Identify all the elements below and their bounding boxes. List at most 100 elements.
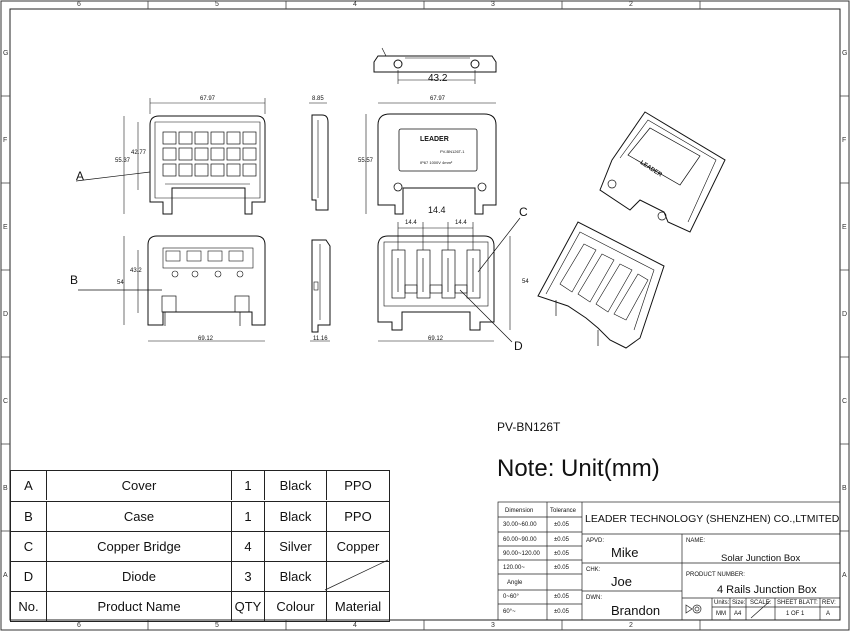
tb-dimension-header: Dimension bbox=[505, 508, 534, 514]
cover-model-text: PV-BN126T-1 bbox=[440, 149, 465, 154]
bom-material: PPO bbox=[326, 502, 389, 531]
zone-label-g-right: G bbox=[842, 50, 848, 57]
bom-material: PPO bbox=[326, 471, 389, 500]
zone-label-d-right: D bbox=[842, 311, 848, 318]
bom-header-row: No. Product Name QTY Colour Material bbox=[11, 591, 389, 621]
dim-base-side-depth: 11.16 bbox=[313, 336, 328, 342]
bom-name: Copper Bridge bbox=[46, 532, 231, 561]
zone-label-4-bottom: 4 bbox=[353, 622, 357, 629]
bom-name: Case bbox=[46, 502, 231, 531]
tb-tolerance-header: Tolerance bbox=[550, 508, 577, 514]
dim-cover-width: 67.97 bbox=[200, 96, 216, 102]
bom-no: B bbox=[24, 509, 33, 524]
dim-front-height: 55.57 bbox=[358, 158, 374, 164]
zone-label-e-right: E bbox=[842, 224, 847, 231]
top-elevation-view bbox=[373, 47, 497, 84]
bom-header-qty: QTY bbox=[231, 592, 264, 621]
zone-label-6-bottom: 6 bbox=[77, 622, 81, 629]
bom-row: B Case 1 Black PPO bbox=[11, 501, 389, 531]
zone-label-2-bottom: 2 bbox=[629, 622, 633, 629]
tb-tol-range: 60°~ bbox=[503, 609, 516, 615]
bom-colour: Black bbox=[264, 562, 326, 591]
callout-a: A bbox=[76, 169, 85, 183]
tb-units-label: Units: bbox=[714, 600, 730, 606]
bom-name: Diode bbox=[46, 562, 231, 591]
dim-rail-pitch-left: 14.4 bbox=[405, 220, 417, 226]
tb-apvd-label: APVD: bbox=[586, 538, 605, 544]
bom-qty: 1 bbox=[231, 502, 264, 531]
bom-material bbox=[326, 562, 389, 591]
tb-tol-range: 60.00~90.00 bbox=[503, 537, 537, 543]
zone-label-e: E bbox=[3, 224, 8, 231]
cover-rating-text: IP67 1000V 4mm² bbox=[420, 160, 453, 165]
zone-label-a: A bbox=[3, 572, 8, 579]
zone-label-b-right: B bbox=[842, 485, 847, 492]
cover-inside-view bbox=[75, 115, 266, 215]
tb-scale-label: SCALE: bbox=[750, 600, 772, 606]
tb-tol-value: ±0.05 bbox=[554, 594, 569, 600]
zone-label-b: B bbox=[3, 485, 8, 492]
dim-rail-pitch-right: 14.4 bbox=[455, 220, 467, 226]
bom-material: Copper bbox=[326, 532, 389, 561]
open-box-view bbox=[377, 217, 521, 343]
zone-label-5-bottom: 5 bbox=[215, 622, 219, 629]
bom-qty: 4 bbox=[231, 532, 264, 561]
tb-size-label: Size: bbox=[732, 600, 746, 606]
tb-tol-range: 30.00~60.00 bbox=[503, 522, 537, 528]
tb-size: A4 bbox=[734, 611, 742, 617]
bom-qty: 3 bbox=[231, 562, 264, 591]
zone-label-f: F bbox=[3, 137, 8, 144]
model-number: PV-BN126T bbox=[497, 420, 561, 434]
dim-top-pitch: 43.2 bbox=[428, 73, 448, 84]
tb-units: MM bbox=[716, 611, 726, 617]
callout-d: D bbox=[514, 339, 523, 353]
bom-row: C Copper Bridge 4 Silver Copper bbox=[11, 531, 389, 561]
tb-tol-value: ±0.05 bbox=[554, 609, 569, 615]
zone-label-a-right: A bbox=[842, 572, 847, 579]
base-bottom-view bbox=[78, 235, 266, 342]
dim-open-width: 69.12 bbox=[428, 336, 444, 342]
zone-label-3: 3 bbox=[491, 1, 495, 8]
tb-name: Solar Junction Box bbox=[721, 553, 801, 564]
bom-colour: Black bbox=[264, 471, 326, 500]
tb-tol-range: 120.00~ bbox=[503, 565, 525, 571]
tb-tol-range: 0~60° bbox=[503, 594, 519, 600]
bom-header-name: Product Name bbox=[46, 592, 231, 621]
zone-label-4: 4 bbox=[353, 1, 357, 8]
tb-sheet-label: SHEET BLATT: bbox=[777, 600, 818, 606]
zone-label-5: 5 bbox=[215, 1, 219, 8]
tb-sheet: 1 OF 1 bbox=[786, 611, 805, 617]
dim-base-height-a: 43.2 bbox=[130, 268, 142, 274]
tb-product-number: 4 Rails Junction Box bbox=[717, 584, 817, 596]
bom-colour: Silver bbox=[264, 532, 326, 561]
tb-dwn-label: DWN: bbox=[586, 595, 602, 601]
callout-b: B bbox=[70, 273, 79, 287]
cover-side-view bbox=[309, 102, 329, 211]
dim-base-height-b: 54 bbox=[117, 280, 124, 286]
tb-tol-value: ±0.05 bbox=[554, 551, 569, 557]
zone-label-g: G bbox=[3, 50, 9, 57]
zone-label-2: 2 bbox=[629, 1, 633, 8]
dim-side-depth: 8.85 bbox=[312, 96, 324, 102]
dim-front-width: 67.97 bbox=[430, 96, 446, 102]
tb-tol-value: ±0.05 bbox=[554, 522, 569, 528]
dim-cover-height-b: 55.37 bbox=[115, 158, 131, 164]
bom-no: D bbox=[23, 569, 34, 584]
cover-dims bbox=[123, 98, 266, 214]
zone-label-f-right: F bbox=[842, 137, 847, 144]
bom-colour: Black bbox=[264, 502, 326, 531]
title-block-grid bbox=[497, 501, 841, 621]
bom-no: A bbox=[24, 478, 33, 493]
tb-tol-value: ±0.05 bbox=[554, 537, 569, 543]
tb-tol-value: ±0.05 bbox=[554, 565, 569, 571]
dim-rail-pitch-center: 14.4 bbox=[428, 205, 446, 215]
cover-front-view bbox=[365, 102, 497, 215]
tb-rev-label: REV: bbox=[822, 600, 836, 606]
tb-chk-label: CHK: bbox=[586, 567, 601, 573]
tb-dwn: Brandon bbox=[611, 603, 661, 618]
dim-cover-height-a: 42.77 bbox=[131, 150, 147, 156]
tb-pn-label: PRODUCT NUMBER: bbox=[686, 572, 745, 578]
bom-row: D Diode 3 Black bbox=[11, 561, 389, 591]
tb-apvd: Mike bbox=[611, 545, 639, 560]
